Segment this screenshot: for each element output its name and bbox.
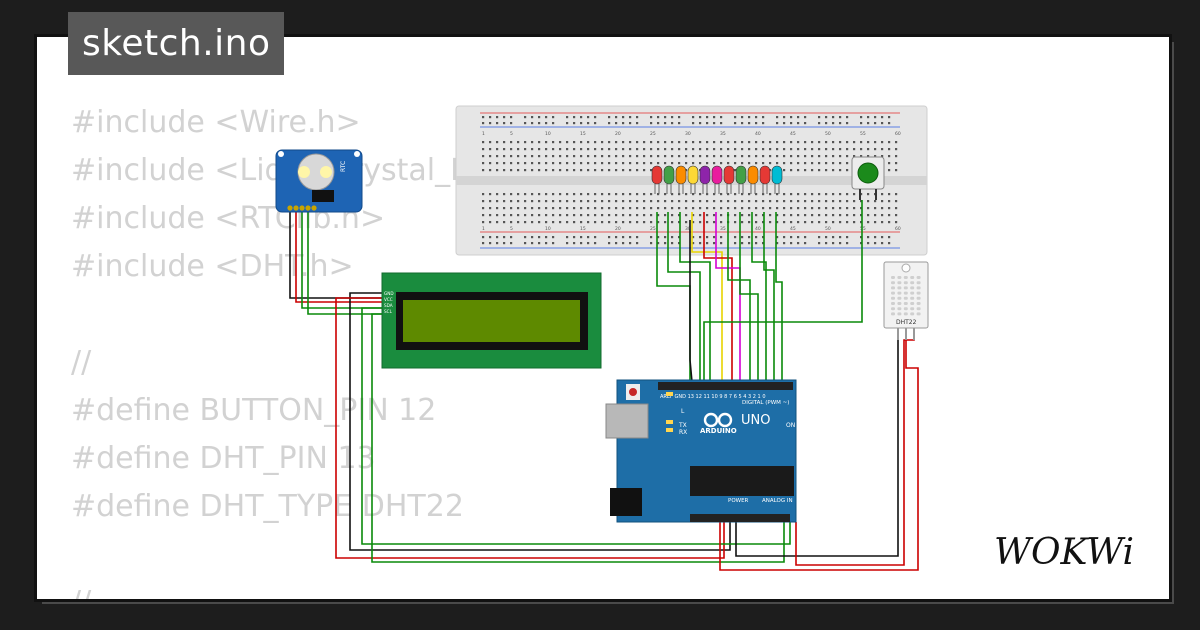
led-row[interactable] xyxy=(651,165,783,194)
led[interactable] xyxy=(711,165,723,194)
led[interactable] xyxy=(699,165,711,194)
breadboard-number: 50 xyxy=(825,131,831,137)
breadboard-number: 50 xyxy=(825,226,831,232)
code-line: #define DHT_PIN 13 xyxy=(71,441,376,476)
breadboard-number: 15 xyxy=(580,131,586,137)
arduino-infinity-logo xyxy=(703,412,733,428)
led[interactable] xyxy=(771,165,783,194)
code-line: #include <Wire.h> xyxy=(71,105,361,140)
led[interactable] xyxy=(735,165,747,194)
dht22-sensor[interactable]: DHT22 xyxy=(883,261,929,340)
breadboard-number: 30 xyxy=(685,226,691,232)
breadboard-number: 5 xyxy=(510,131,513,137)
breadboard-number: 45 xyxy=(790,226,796,232)
breadboard-number: 40 xyxy=(755,131,761,137)
lcd-pin-gnd: GND xyxy=(384,291,394,296)
wokwi-logo-text: WOKWi xyxy=(994,532,1134,573)
code-line: // ... xyxy=(71,585,129,599)
arduino-pin-labels: AREF GND 13 12 11 10 9 8 7 6 5 4 3 2 1 0 xyxy=(660,394,766,400)
breadboard-number: 35 xyxy=(720,226,726,232)
breadboard-number: 10 xyxy=(545,131,551,137)
push-button[interactable] xyxy=(851,156,885,200)
led[interactable] xyxy=(651,165,663,194)
code-line: #define DHT_TYPE DHT22 xyxy=(71,489,464,524)
breadboard-number: 25 xyxy=(650,131,656,137)
lcd-pin-scl: SCL xyxy=(384,309,393,314)
breadboard-number: 1 xyxy=(482,131,485,137)
breadboard-number: 60 xyxy=(895,226,901,232)
rtc-module[interactable]: RTC xyxy=(275,149,363,213)
led[interactable] xyxy=(723,165,735,194)
dht22-vent-grid xyxy=(891,276,921,316)
breadboard-column-numbers: 1155101015152020252530303535404045455050… xyxy=(482,131,901,232)
lcd-pin-vcc: VCC xyxy=(384,297,393,302)
arduino-uno-label: UNO xyxy=(741,413,770,428)
project-card[interactable]: #include <Wire.h> #include <LiquidCrysta… xyxy=(34,34,1172,602)
led[interactable] xyxy=(759,165,771,194)
code-preview: #include <Wire.h> #include <LiquidCrysta… xyxy=(71,99,553,599)
arduino-led-l-label: L xyxy=(681,408,685,415)
arduino-on-label: ON xyxy=(786,422,795,429)
breadboard-number: 45 xyxy=(790,131,796,137)
breadboard-number: 20 xyxy=(615,131,621,137)
led[interactable] xyxy=(675,165,687,194)
breadboard-number: 10 xyxy=(545,226,551,232)
breadboard-number: 35 xyxy=(720,131,726,137)
code-line: #define BUTTON_PIN 12 xyxy=(71,393,437,428)
breadboard-holes xyxy=(482,116,898,245)
dht22-label: DHT22 xyxy=(896,319,917,326)
wiring xyxy=(289,200,919,571)
breadboard-number: 20 xyxy=(615,226,621,232)
led[interactable] xyxy=(663,165,675,194)
breadboard-number: 55 xyxy=(860,226,866,232)
breadboard-number: 30 xyxy=(685,131,691,137)
sketch-filename-tab: sketch.ino xyxy=(68,12,285,75)
breadboard-number: 5 xyxy=(510,226,513,232)
lcd-display[interactable]: GND VCC SDA SCL xyxy=(381,272,602,369)
led[interactable] xyxy=(687,165,699,194)
arduino-analog-label: ANALOG IN xyxy=(762,498,793,504)
breadboard-number: 15 xyxy=(580,226,586,232)
breadboard-number: 1 xyxy=(482,226,485,232)
arduino-power-label: POWER xyxy=(728,498,749,504)
breadboard-number: 55 xyxy=(860,131,866,137)
rtc-label: RTC xyxy=(340,161,347,172)
arduino-rx-label: RX xyxy=(679,429,687,436)
code-line: // xyxy=(71,345,92,380)
led[interactable] xyxy=(747,165,759,194)
arduino-digital-label: DIGITAL (PWM ~) xyxy=(742,400,789,406)
lcd-pin-sda: SDA xyxy=(384,303,393,308)
arduino-uno[interactable]: AREF GND 13 12 11 10 9 8 7 6 5 4 3 2 1 0… xyxy=(605,379,797,523)
code-line: #include <DHT.h> xyxy=(71,249,354,284)
breadboard-number: 25 xyxy=(650,226,656,232)
arduino-brand-label: ARDUINO xyxy=(700,427,737,435)
wokwi-logo[interactable]: WOKWi xyxy=(976,524,1152,576)
breadboard-number: 40 xyxy=(755,226,761,232)
arduino-tx-label: TX xyxy=(678,422,687,429)
breadboard-number: 60 xyxy=(895,131,901,137)
